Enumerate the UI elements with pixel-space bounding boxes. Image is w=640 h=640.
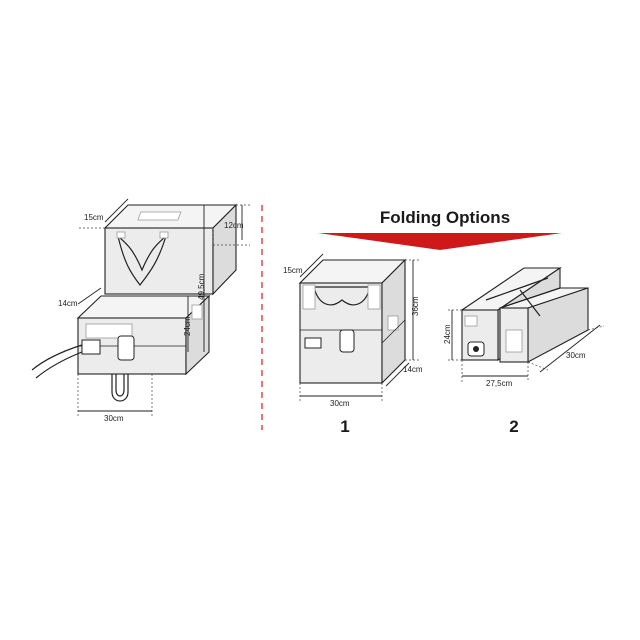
opt2-dim-height: 24cm — [443, 324, 452, 344]
dim-total-height: 49,5cm — [197, 273, 206, 300]
opt1-dim-height: 36cm — [411, 296, 420, 316]
dim-width: 30cm — [104, 414, 124, 423]
opt1-dim-side-depth: 14cm — [403, 365, 423, 374]
dim-base-height: 24cm — [183, 316, 192, 336]
left-view: 15cm 12cm 49,5cm 24cm 14cm 30cm — [31, 198, 250, 423]
dim-depth-top: 15cm — [84, 213, 104, 222]
opt1-dim-width: 30cm — [330, 399, 350, 408]
red-arrow-icon — [318, 233, 562, 250]
option-2-view: 24cm 27,5cm 30cm 2 — [443, 266, 605, 436]
option-1-label: 1 — [340, 417, 349, 436]
option-2-label: 2 — [509, 417, 518, 436]
dim-top-height: 12cm — [224, 221, 244, 230]
opt2-dim-length: 30cm — [566, 351, 586, 360]
dim-depth-base: 14cm — [58, 299, 78, 308]
opt2-dim-width: 27,5cm — [486, 379, 513, 388]
opt1-dim-depth: 15cm — [283, 266, 303, 275]
option-1-view: 15cm 36cm 14cm 30cm 1 — [283, 253, 423, 436]
diagram-title: Folding Options — [380, 208, 510, 227]
